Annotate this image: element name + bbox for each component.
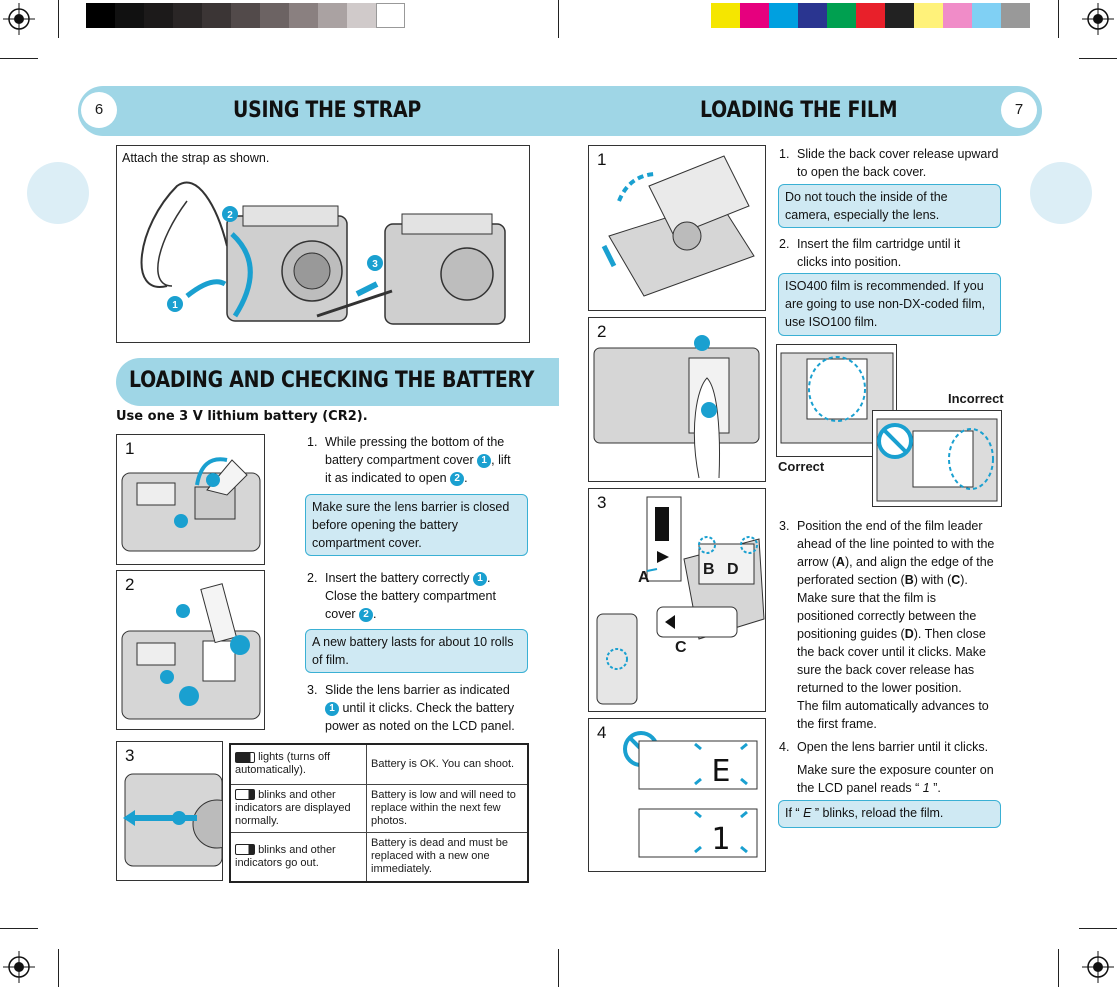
page-number-left: 6 bbox=[81, 92, 117, 128]
label-d: D bbox=[727, 561, 739, 578]
battery-figure-1: 1 bbox=[116, 434, 265, 565]
battery-panel-number-1: 1 bbox=[125, 439, 135, 458]
battery-status-table: lights (turns off automatically). Batter… bbox=[229, 743, 529, 883]
label-incorrect: Incorrect bbox=[948, 391, 1004, 406]
svg-text:1: 1 bbox=[711, 822, 730, 857]
incorrect-film-illustration bbox=[876, 418, 998, 502]
label-correct: Correct bbox=[778, 459, 825, 474]
battery-panel-number-3: 3 bbox=[125, 746, 135, 765]
battery-step-1: 1. While pressing the bottom of the batt… bbox=[307, 435, 511, 486]
battery-figure-3: 3 bbox=[116, 741, 223, 881]
strap-camera-illustration: 1 2 3 bbox=[140, 181, 506, 325]
film-incorrect-figure bbox=[872, 410, 1002, 507]
battery-full-icon bbox=[235, 751, 255, 763]
strap-marker-1: 1 bbox=[172, 300, 178, 311]
film-figure-2: 2 bbox=[588, 317, 766, 482]
film-note-reload: If “ E ” blinks, reload the film. bbox=[778, 800, 1001, 828]
film-panel-number-4: 4 bbox=[597, 723, 607, 742]
registration-mark-top-left bbox=[3, 3, 35, 35]
registration-mark-bottom-right bbox=[1082, 951, 1114, 983]
callout-2-icon: 2 bbox=[359, 607, 374, 622]
battery-insert-illustration bbox=[121, 583, 261, 720]
lcd-counter-illustration: E 1 bbox=[623, 731, 758, 858]
strap-section-title: USING THE STRAP bbox=[233, 98, 421, 123]
table-row: lights (turns off automatically). Batter… bbox=[229, 743, 529, 785]
callout-1-icon: 1 bbox=[477, 453, 492, 468]
battery-figure-2: 2 bbox=[116, 570, 265, 730]
label-c: C bbox=[675, 639, 687, 656]
registration-mark-top-right bbox=[1082, 3, 1114, 35]
svg-text:E: E bbox=[712, 754, 731, 789]
film-note-iso: ISO400 film is recommended. If you are g… bbox=[778, 273, 1001, 336]
callout-1-icon: 1 bbox=[325, 701, 339, 716]
battery-note-lifespan: A new battery lasts for about 10 rolls o… bbox=[305, 629, 528, 673]
film-leader-illustration bbox=[596, 496, 765, 705]
battery-step-2: 2. Insert the battery correctly 1. Close… bbox=[307, 571, 496, 622]
decorative-circle-right bbox=[1030, 162, 1092, 224]
label-a: A bbox=[638, 569, 650, 586]
decorative-circle-left bbox=[27, 162, 89, 224]
strap-marker-3: 3 bbox=[372, 259, 378, 270]
lens-barrier-illustration bbox=[123, 773, 222, 867]
film-note-do-not-touch: Do not touch the inside of the camera, e… bbox=[778, 184, 1001, 228]
film-step-4: 4. Open the lens barrier until it clicks… bbox=[779, 740, 994, 795]
film-panel-number-2: 2 bbox=[597, 322, 607, 341]
label-b: B bbox=[703, 561, 715, 578]
strap-figure: Attach the strap as shown. 1 2 3 bbox=[116, 145, 530, 343]
film-figure-1: 1 bbox=[588, 145, 766, 311]
film-panel-number-3: 3 bbox=[597, 493, 607, 512]
film-panel-number-1: 1 bbox=[597, 150, 607, 169]
battery-open-illustration bbox=[121, 457, 261, 552]
battery-low-icon bbox=[235, 789, 255, 801]
battery-panel-number-2: 2 bbox=[125, 575, 135, 594]
battery-empty-icon bbox=[235, 844, 255, 856]
strap-caption: Attach the strap as shown. bbox=[122, 151, 270, 165]
film-section-title: LOADING THE FILM bbox=[700, 98, 898, 123]
open-back-cover-illustration bbox=[601, 155, 755, 297]
battery-section-title: LOADING AND CHECKING THE BATTERY bbox=[129, 368, 535, 393]
header-banner bbox=[78, 86, 1042, 136]
film-step-3: 3. Position the end of the film leader a… bbox=[779, 519, 995, 731]
table-row: blinks and other indicators are displaye… bbox=[229, 783, 529, 833]
film-figure-3: 3 A B D C bbox=[588, 488, 766, 712]
callout-1-icon: 1 bbox=[472, 571, 487, 586]
film-figure-4: 4 E 1 bbox=[588, 718, 766, 872]
battery-note-lens-barrier: Make sure the lens barrier is closed bef… bbox=[305, 494, 528, 556]
battery-step-3: 3. Slide the lens barrier as indicated 1… bbox=[307, 683, 515, 733]
registration-mark-bottom-left bbox=[3, 951, 35, 983]
callout-2-icon: 2 bbox=[450, 471, 465, 486]
strap-marker-2: 2 bbox=[227, 210, 233, 221]
page-number-right: 7 bbox=[1001, 92, 1037, 128]
battery-title-banner bbox=[116, 358, 559, 406]
table-row: blinks and other indicators go out. Batt… bbox=[229, 831, 529, 883]
battery-subtitle: Use one 3 V lithium battery (CR2). bbox=[116, 409, 368, 424]
insert-cartridge-illustration bbox=[593, 335, 760, 479]
